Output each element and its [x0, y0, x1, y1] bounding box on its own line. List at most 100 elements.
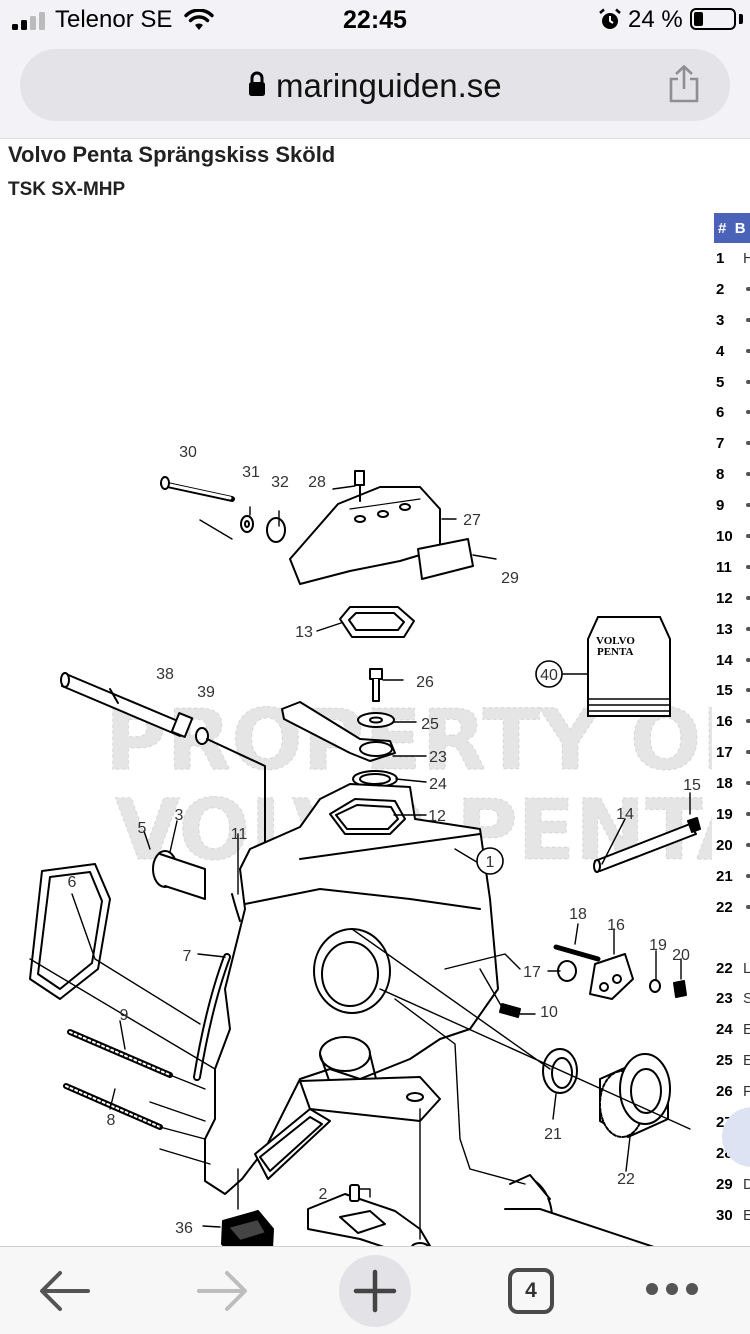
wifi-icon: [184, 9, 214, 30]
tab-switcher-button[interactable]: 4: [508, 1268, 554, 1314]
parts-table-row[interactable]: 26F: [714, 1076, 750, 1107]
callout-14: 14: [616, 806, 634, 823]
parts-table-row[interactable]: 16: [714, 706, 750, 737]
callout-13: 13: [295, 624, 313, 641]
part-number: 16: [716, 713, 733, 731]
callout-31: 31: [242, 464, 260, 481]
callout-3: 3: [175, 807, 184, 824]
parts-table-row[interactable]: 19: [714, 799, 750, 830]
parts-table-row[interactable]: 15: [714, 675, 750, 706]
part-description-clipped: D: [743, 1176, 750, 1193]
parts-table-row[interactable]: 23 S: [714, 983, 750, 1014]
parts-table-row[interactable]: 1H: [714, 243, 750, 274]
parts-table-row[interactable]: 24E: [714, 1014, 750, 1045]
part-number: 20: [716, 836, 733, 854]
parts-table-row[interactable]: 14: [714, 645, 750, 676]
status-bar: Telenor SE 22:45 24 %: [0, 0, 750, 40]
parts-table-row[interactable]: 11: [714, 552, 750, 583]
callout-23: 23: [429, 749, 447, 766]
part-number: 17: [716, 744, 733, 762]
part-description-clipped: [746, 781, 750, 786]
parts-table-row[interactable]: 18: [714, 768, 750, 799]
parts-table-row[interactable]: 25 E: [714, 1045, 750, 1076]
address-bar[interactable]: maringuiden.se: [20, 49, 730, 121]
parts-table-row[interactable]: 2: [714, 274, 750, 305]
part-description-clipped: [746, 719, 750, 724]
alarm-icon: [599, 8, 621, 29]
callout-10: 10: [540, 1004, 558, 1021]
part-number: 11: [716, 558, 732, 576]
part-description-clipped: [746, 657, 750, 662]
part-number: 4: [716, 342, 725, 360]
part-description-clipped: [746, 564, 750, 569]
parts-table-row[interactable]: 4: [714, 336, 750, 367]
part-number: 6: [716, 404, 725, 422]
part-number: 5: [716, 373, 725, 391]
carrier-name: Telenor SE: [55, 6, 173, 33]
callout-32: 32: [271, 474, 289, 491]
parts-table-row[interactable]: 21: [714, 861, 750, 892]
callout-22: 22: [617, 1171, 635, 1188]
callout-20: 20: [672, 947, 690, 964]
parts-table-row[interactable]: 29D: [714, 1169, 750, 1200]
parts-table-header: # B: [714, 213, 750, 243]
logo-text-volvo: VOLVO: [596, 635, 635, 647]
part-number: 22: [716, 898, 733, 916]
callout-2: 2: [319, 1186, 328, 1203]
part-number: 25: [716, 1052, 733, 1070]
part-description-clipped: [746, 626, 750, 631]
parts-table-row[interactable]: 17: [714, 737, 750, 768]
part-number: 22: [716, 959, 733, 977]
callout-12: 12: [428, 808, 446, 825]
part-description-clipped: F: [743, 1083, 750, 1100]
parts-table-row[interactable]: 10: [714, 521, 750, 552]
part-number: 7: [716, 435, 725, 453]
part-number: 30: [716, 1206, 733, 1224]
part-description-clipped: [746, 688, 750, 693]
parts-table-row[interactable]: 8: [714, 459, 750, 490]
parts-table: # B 1H2345678910111213141516171819202122…: [714, 213, 750, 1231]
part-description-clipped: [746, 472, 750, 477]
browser-header: maringuiden.se: [0, 40, 750, 138]
parts-table-row[interactable]: 22: [714, 892, 750, 923]
new-tab-button[interactable]: [339, 1255, 411, 1327]
callout-17: 17: [523, 964, 541, 981]
part-number: 24: [716, 1021, 733, 1039]
parts-table-row[interactable]: 12: [714, 583, 750, 614]
url-text: maringuiden.se: [276, 67, 502, 104]
part-number: 1: [716, 250, 725, 267]
parts-table-row[interactable]: 20: [714, 830, 750, 861]
callout-16: 16: [607, 917, 625, 934]
status-time: 22:45: [343, 6, 407, 34]
forward-arrow-icon[interactable]: [195, 1269, 249, 1313]
more-menu-icon[interactable]: [644, 1281, 700, 1297]
callout-15: 15: [683, 777, 701, 794]
share-icon[interactable]: [668, 65, 700, 103]
part-description-clipped: S: [743, 990, 750, 1007]
back-arrow-icon[interactable]: [38, 1269, 92, 1313]
part-number: 23: [716, 990, 733, 1008]
exploded-view-diagram[interactable]: PROPERTY OF VOLVO PENTA: [0, 209, 712, 1246]
part-number: 15: [716, 682, 733, 700]
web-content: Volvo Penta Sprängskiss Sköld TSK SX-MHP…: [0, 138, 750, 1246]
part-number: 3: [716, 311, 725, 329]
lock-icon: [249, 71, 265, 96]
callout-11: 11: [231, 826, 248, 843]
parts-table-row[interactable]: 5: [714, 367, 750, 398]
battery-cap: [739, 14, 743, 24]
parts-table-row[interactable]: 30E: [714, 1200, 750, 1231]
parts-table-row[interactable]: 3: [714, 305, 750, 336]
part-number: 14: [716, 651, 733, 669]
parts-table-row[interactable]: 9: [714, 490, 750, 521]
logo-text-penta: PENTA: [597, 646, 634, 658]
watermark-text: PROPERTY OF: [105, 691, 712, 789]
volvo-penta-logo-box: VOLVO PENTA: [587, 616, 671, 717]
part-description-clipped: E: [743, 1052, 750, 1069]
callout-24: 24: [429, 776, 447, 793]
parts-table-row[interactable]: 22L: [714, 953, 750, 984]
parts-table-row[interactable]: 6: [714, 397, 750, 428]
parts-table-row[interactable]: 13: [714, 614, 750, 645]
part-number: 19: [716, 806, 733, 824]
callout-28: 28: [308, 474, 326, 491]
parts-table-row[interactable]: 7: [714, 428, 750, 459]
